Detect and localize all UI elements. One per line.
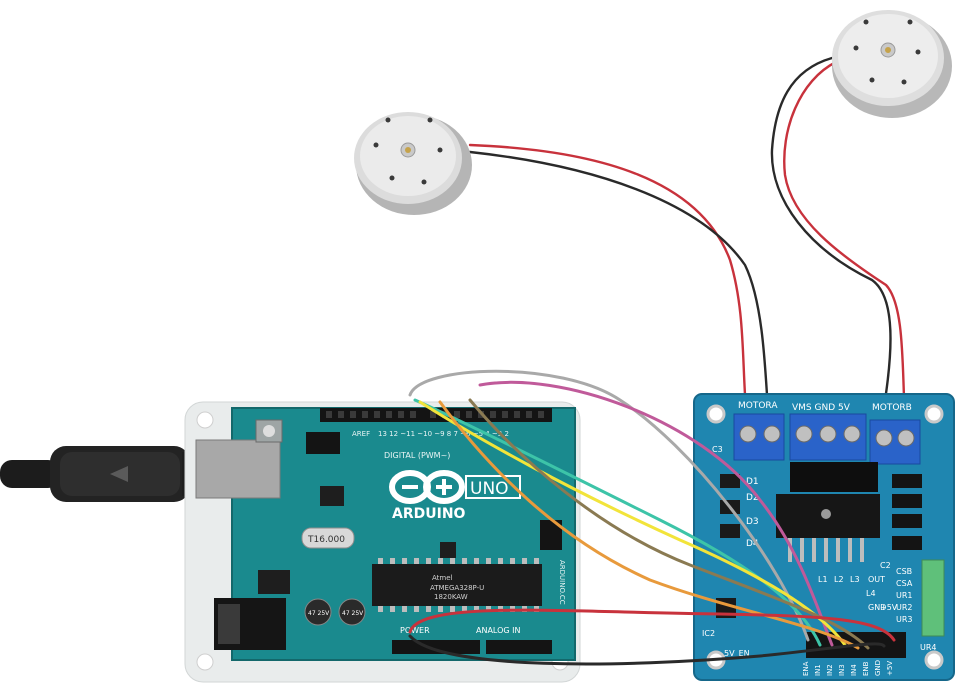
terminal-block-power [789,413,867,461]
motor-driver-board: MOTORA VMS GND 5V MOTORB [693,393,955,681]
svg-text:OUT: OUT [868,575,885,584]
power-label: POWER [400,626,430,635]
arduino-logo [389,470,465,504]
chip-code: 1820KAW [434,593,468,601]
svg-text:D3: D3 [746,517,759,527]
svg-text:ENB: ENB [862,661,870,676]
svg-text:CSB: CSB [896,567,912,576]
svg-text:5V_EN: 5V_EN [724,649,750,658]
capacitors: 47 25V 47 25V [304,598,366,626]
power-terminal-label: VMS GND 5V [792,403,851,413]
svg-text:GND: GND [868,603,886,612]
atmega-chip: Atmel ATMEGA328P-U 1820KAW [372,558,542,612]
arduino-brand: ARDUINO [392,506,466,522]
svg-text:ENA: ENA [802,661,810,676]
crystal-label: T16.000 [307,535,345,545]
motor-wires [468,56,907,422]
svg-text:C3: C3 [712,445,723,454]
svg-text:L3: L3 [850,575,860,584]
svg-text:+5V: +5V [886,661,894,676]
dc-motor-left [354,112,472,215]
analog-label: ANALOG IN [476,626,521,635]
svg-text:47 25V: 47 25V [308,610,330,617]
motora-label: MOTORA [738,401,778,411]
svg-text:L1: L1 [818,575,828,584]
svg-text:C2: C2 [880,561,891,570]
terminal-block-motorb [869,419,921,465]
svg-text:IC2: IC2 [702,629,715,638]
svg-text:UR2: UR2 [896,603,913,612]
svg-text:CSA: CSA [896,579,913,588]
chip-brand: Atmel [432,574,453,582]
svg-text:UR3: UR3 [896,615,913,624]
digital-label: DIGITAL (PWM~) [384,451,450,460]
terminal-block-motora [733,413,785,461]
motorb-label: MOTORB [872,403,912,413]
chip-model: ATMEGA328P-U [430,584,484,592]
jumper-wires [408,369,896,666]
svg-text:13 12 ~11 ~10 ~9 8 7 ~6 ~5 4: 13 12 ~11 ~10 ~9 8 7 ~6 ~5 4 ~3 2 [378,430,509,438]
svg-text:D4: D4 [746,539,759,549]
l298n-chip [776,462,880,562]
svg-text:47 25V: 47 25V [342,610,364,617]
svg-text:D2: D2 [746,493,759,503]
svg-text:UR1: UR1 [896,591,913,600]
svg-text:IN2: IN2 [826,664,834,676]
svg-text:L4: L4 [866,589,876,598]
dc-motor-right [832,10,952,118]
svg-text:+5V: +5V [880,603,898,612]
website-label: ARDUINO.CC [558,560,566,605]
svg-text:GND: GND [874,660,882,676]
arduino-uno-board: AREF 13 12 ~11 ~10 ~9 8 7 ~6 ~5 4 ~3 2 D… [184,401,581,683]
svg-text:D1: D1 [746,477,759,487]
arduino-model: UNO [470,479,509,499]
svg-text:IN3: IN3 [838,664,846,676]
svg-text:UR4: UR4 [920,643,937,652]
svg-text:IN4: IN4 [850,664,858,676]
svg-text:IN1: IN1 [814,664,822,676]
svg-text:AREF: AREF [352,430,370,438]
svg-text:L2: L2 [834,575,844,584]
